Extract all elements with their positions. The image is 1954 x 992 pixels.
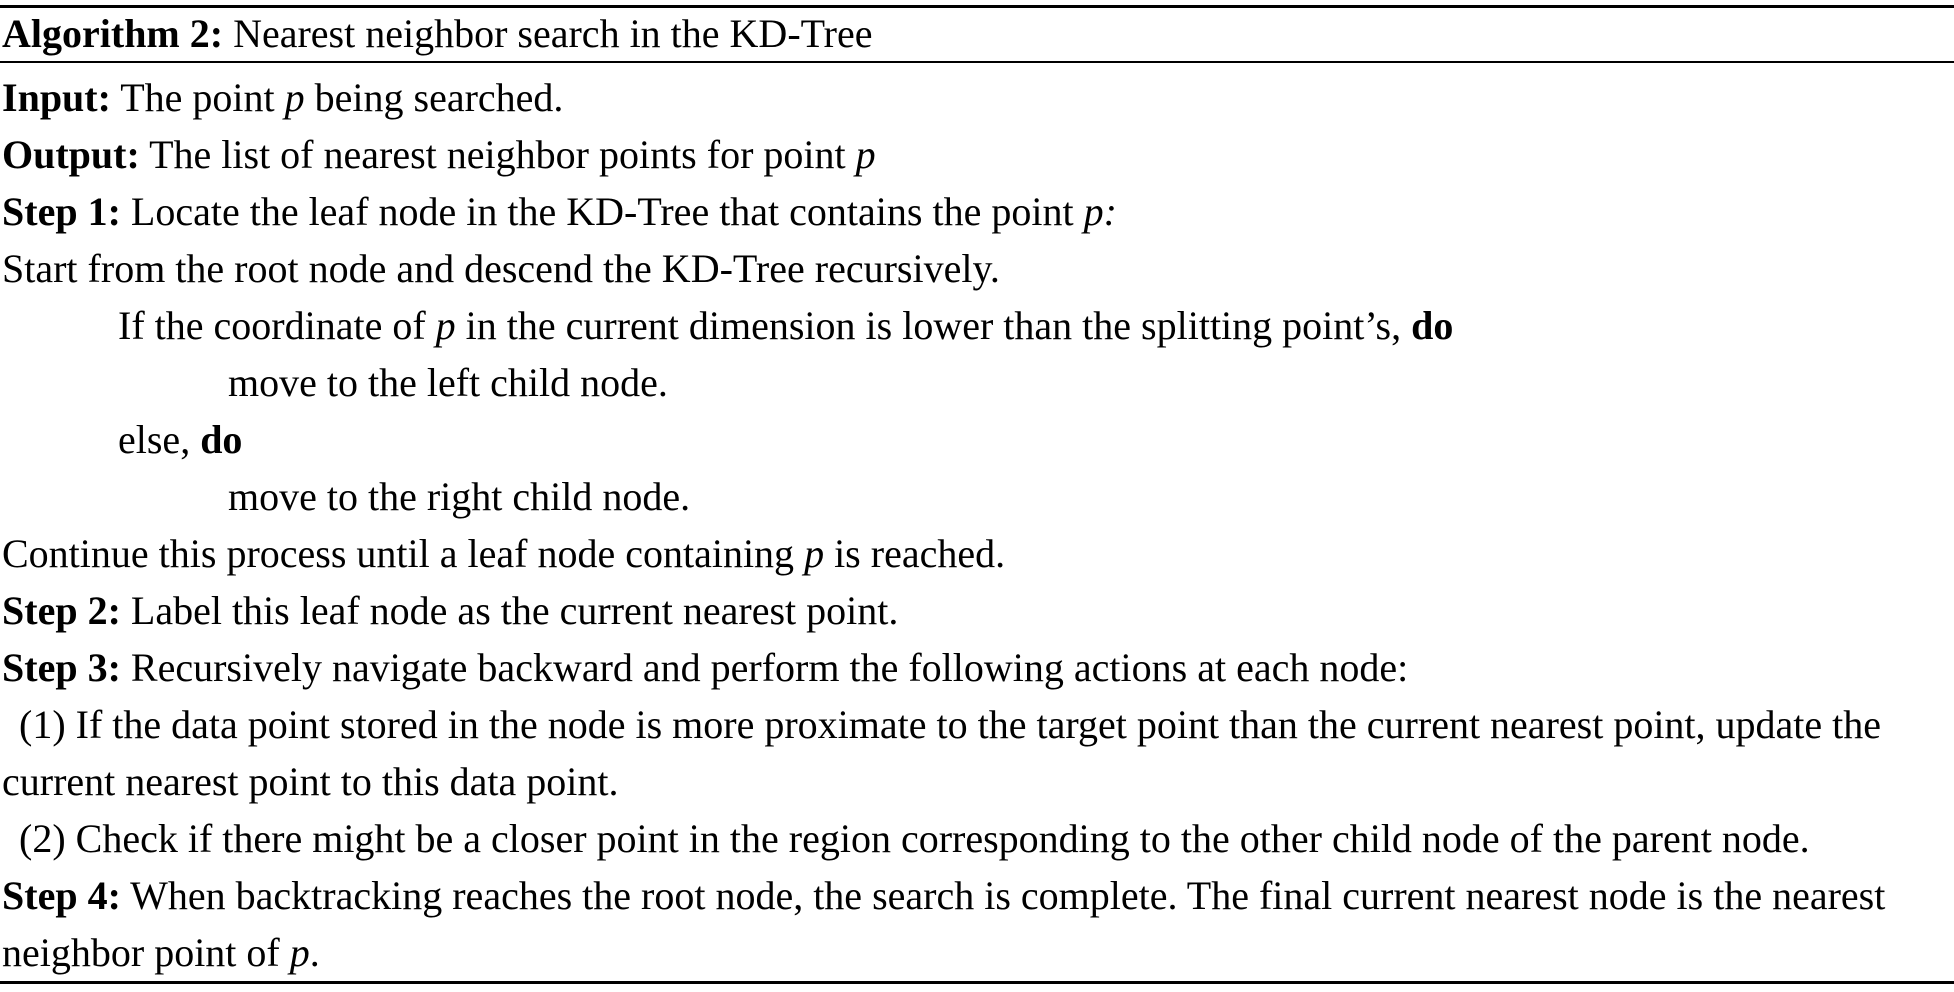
output-label: Output: — [2, 132, 140, 177]
step1-line: Step 1: Locate the leaf node in the KD-T… — [0, 183, 1954, 240]
do-keyword-else: do — [200, 417, 243, 462]
input-line: Input: The point p being searched. — [0, 69, 1954, 126]
step3-label: Step 3: — [2, 645, 121, 690]
step2-label: Step 2: — [2, 588, 121, 633]
step1-text: Locate the leaf node in the KD-Tree that… — [120, 189, 1084, 234]
else-text: else, — [118, 417, 201, 462]
step1-start-line: Start from the root node and descend the… — [2, 246, 1000, 291]
step4-variable: p — [289, 930, 310, 975]
algorithm-title-text — [223, 11, 233, 56]
move-right-line: move to the right child node. — [228, 474, 691, 519]
algorithm-label: Algorithm 2: — [2, 11, 224, 56]
step4-text: When backtracking reaches the root node,… — [2, 873, 1886, 975]
step3-item-2: (2) Check if there might be a closer poi… — [19, 816, 1810, 861]
output-variable: p — [855, 132, 876, 177]
continue-tail: is reached. — [824, 531, 1006, 576]
step2-line: Step 2: Label this leaf node as the curr… — [0, 582, 1954, 639]
if-condition-line: If the coordinate of p in the current di… — [0, 297, 1954, 354]
continue-text: Continue this process until a leaf node … — [2, 531, 805, 576]
input-tail: being searched. — [304, 75, 564, 120]
step3-text: Recursively navigate backward and perfor… — [120, 645, 1409, 690]
step4-label: Step 4: — [2, 873, 121, 918]
move-left-line: move to the left child node. — [228, 360, 668, 405]
algorithm-title: Nearest neighbor search in the KD-Tree — [233, 11, 873, 56]
continue-variable: p — [804, 531, 825, 576]
algorithm-header-rule — [0, 61, 1954, 63]
output-text: The list of nearest neighbor points for … — [139, 132, 856, 177]
input-text: The point — [110, 75, 285, 120]
step2-text: Label this leaf node as the current near… — [120, 588, 899, 633]
input-variable: p — [284, 75, 305, 120]
algorithm-top-rule — [0, 5, 1954, 8]
step4-line: Step 4: When backtracking reaches the ro… — [0, 867, 1954, 981]
step3-item-1: (1) If the data point stored in the node… — [2, 702, 1882, 804]
if-tail: in the current dimension is lower than t… — [455, 303, 1412, 348]
continue-line: Continue this process until a leaf node … — [0, 525, 1954, 582]
else-line: else, do — [0, 411, 1954, 468]
step1-variable: p: — [1083, 189, 1117, 234]
algorithm-body: Input: The point p being searched. Outpu… — [0, 63, 1954, 981]
step1-label: Step 1: — [2, 189, 121, 234]
algorithm-title-line: Algorithm 2: Nearest neighbor search in … — [0, 8, 1954, 61]
if-variable: p — [435, 303, 456, 348]
if-text: If the coordinate of — [118, 303, 436, 348]
step3-line: Step 3: Recursively navigate backward an… — [0, 639, 1954, 696]
algorithm-bottom-rule — [0, 981, 1954, 984]
do-keyword-if: do — [1411, 303, 1454, 348]
input-label: Input: — [2, 75, 111, 120]
output-line: Output: The list of nearest neighbor poi… — [0, 126, 1954, 183]
step4-tail: . — [309, 930, 320, 975]
